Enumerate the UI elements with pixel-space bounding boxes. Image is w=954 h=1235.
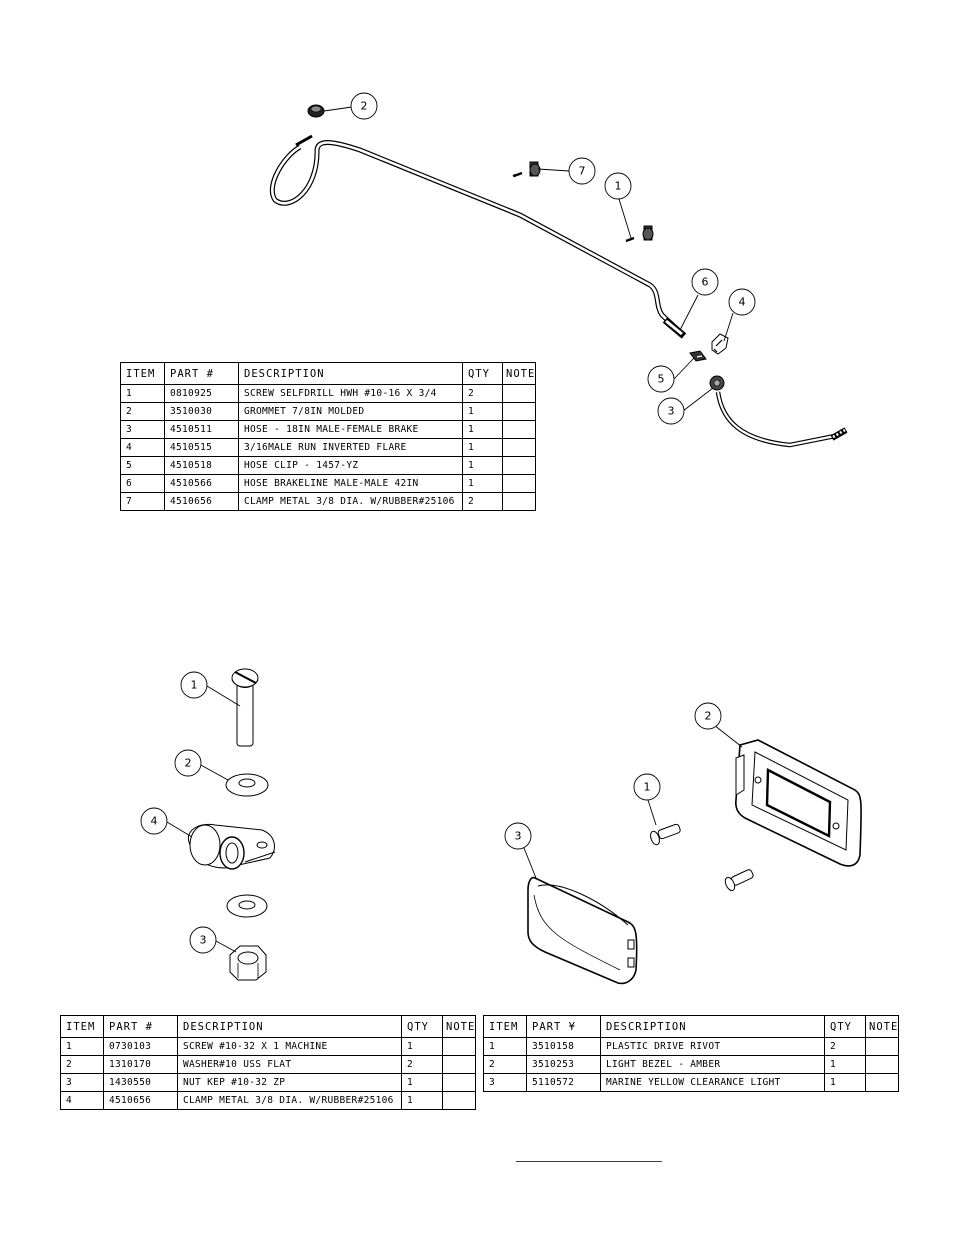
- col-description: DESCRIPTION: [600, 1015, 825, 1038]
- col-qty: QTY: [401, 1015, 443, 1038]
- col-part: PART #: [103, 1015, 178, 1038]
- col-item: ITEM: [120, 362, 165, 385]
- svg-text:3: 3: [515, 830, 522, 843]
- callout-clamp-1: 1: [180, 671, 208, 699]
- svg-text:7: 7: [579, 165, 586, 178]
- svg-text:5: 5: [658, 373, 665, 386]
- callout-clamp-4: 4: [140, 807, 168, 835]
- col-part: PART #: [164, 362, 239, 385]
- brake-line-assembly: 2 7 1 6 4 5 3: [269, 92, 848, 448]
- callout-brake-3: 3: [657, 397, 685, 425]
- svg-text:1: 1: [644, 781, 651, 794]
- col-note: NOTE: [865, 1015, 899, 1038]
- svg-text:3: 3: [668, 405, 675, 418]
- svg-text:1: 1: [191, 679, 198, 692]
- clamp-metal-part: [512, 161, 654, 243]
- rubber-clamp-part: [187, 823, 276, 870]
- col-qty: QTY: [824, 1015, 866, 1038]
- drive-rivet-part: [650, 823, 754, 892]
- brakeline-hose-part: [269, 134, 687, 339]
- callout-brake-2: 2: [350, 92, 378, 120]
- col-description: DESCRIPTION: [238, 362, 463, 385]
- callout-brake-5: 5: [647, 365, 675, 393]
- clamp-hardware-assembly: 1 2 4 3: [140, 668, 276, 981]
- svg-text:2: 2: [185, 757, 192, 770]
- flat-washer-part: [225, 773, 269, 797]
- clearance-light-lens-part: [527, 876, 638, 985]
- grommet-part: [307, 104, 325, 118]
- callout-brake-6: 6: [691, 268, 719, 296]
- svg-text:4: 4: [739, 296, 746, 309]
- callout-brake-1: 1: [604, 172, 632, 200]
- kep-nut-part: [229, 945, 267, 981]
- table-header-row: ITEM PART ¥ DESCRIPTION QTY NOTE: [483, 1015, 899, 1038]
- col-item: ITEM: [60, 1015, 104, 1038]
- svg-text:6: 6: [702, 276, 709, 289]
- callout-clamp-3: 3: [189, 926, 217, 954]
- svg-text:2: 2: [361, 100, 368, 113]
- col-item: ITEM: [483, 1015, 527, 1038]
- inverted-flare-part: [711, 333, 729, 355]
- callout-brake-4: 4: [728, 288, 756, 316]
- svg-text:4: 4: [151, 815, 158, 828]
- callout-light-1: 1: [633, 773, 661, 801]
- footer-link[interactable]: [516, 1150, 662, 1162]
- callout-brake-7: 7: [568, 157, 596, 185]
- col-part: PART ¥: [526, 1015, 601, 1038]
- callout-light-2: 2: [694, 702, 722, 730]
- col-qty: QTY: [462, 362, 503, 385]
- clearance-light-assembly: 2 1 3: [504, 702, 862, 985]
- flat-washer-part-2: [226, 894, 268, 918]
- table-header-row: ITEM PART # DESCRIPTION QTY NOTE: [60, 1015, 476, 1038]
- table-header-row: ITEM PART # DESCRIPTION QTY NOTE: [120, 362, 536, 385]
- col-description: DESCRIPTION: [177, 1015, 402, 1038]
- light-bezel-part: [735, 739, 862, 867]
- svg-text:3: 3: [200, 934, 207, 947]
- col-note: NOTE: [442, 1015, 476, 1038]
- svg-text:2: 2: [705, 710, 712, 723]
- svg-text:1: 1: [615, 180, 622, 193]
- callout-clamp-2: 2: [174, 749, 202, 777]
- hose-18in-part: [709, 375, 848, 448]
- col-note: NOTE: [502, 362, 536, 385]
- machine-screw-part: [231, 668, 259, 747]
- callout-light-3: 3: [504, 822, 532, 850]
